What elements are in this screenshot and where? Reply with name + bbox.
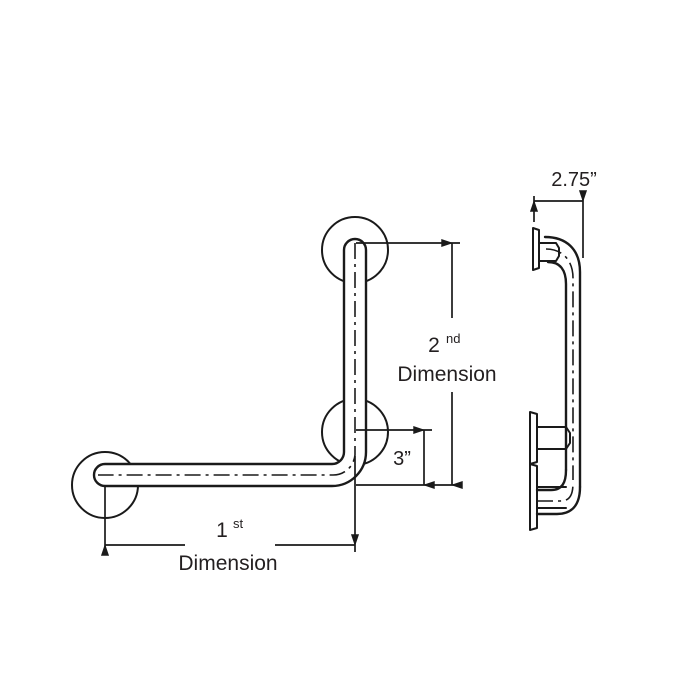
second-dimension-vertical: 2 nd Dimension xyxy=(356,238,497,490)
second-dim-suffix: nd xyxy=(446,331,460,346)
front-elevation-view: 2 nd Dimension 3” 1 st Dimension xyxy=(71,216,497,575)
first-dim-suffix: st xyxy=(233,516,244,531)
grab-bar-tube-fill xyxy=(94,239,366,486)
side-flange-bottom-plate xyxy=(529,463,538,531)
first-dimension-horizontal: 1 st Dimension xyxy=(100,456,360,575)
second-dim-word: Dimension xyxy=(397,363,496,386)
side-profile-view: 2.75” xyxy=(529,169,597,531)
offset-dim-value: 3” xyxy=(393,448,411,470)
three-inch-offset-dimension: 3” xyxy=(356,425,435,490)
first-dim-number: 1 xyxy=(216,519,228,542)
side-tube-bottom-return-inner xyxy=(535,468,568,492)
side-flange-middle-plate xyxy=(529,411,538,465)
side-tube-centerline xyxy=(545,248,574,480)
grab-bar-centerline xyxy=(98,243,356,476)
side-tube-outer-top xyxy=(543,235,582,489)
side-flange-middle-boss xyxy=(536,426,571,450)
second-dim-number: 2 xyxy=(428,334,440,357)
grab-bar-outline xyxy=(92,237,368,488)
wall-projection-dimension: 2.75” xyxy=(529,169,597,258)
side-tube-bottom-return-outer xyxy=(535,485,582,516)
depth-dim-value: 2.75” xyxy=(551,169,597,191)
first-dim-word: Dimension xyxy=(178,552,277,575)
side-flange-top-boss xyxy=(538,242,560,262)
side-tube-inner-top xyxy=(546,260,568,472)
side-tube-bottom-centerline xyxy=(537,481,574,502)
side-flange-top-plate xyxy=(532,227,540,271)
